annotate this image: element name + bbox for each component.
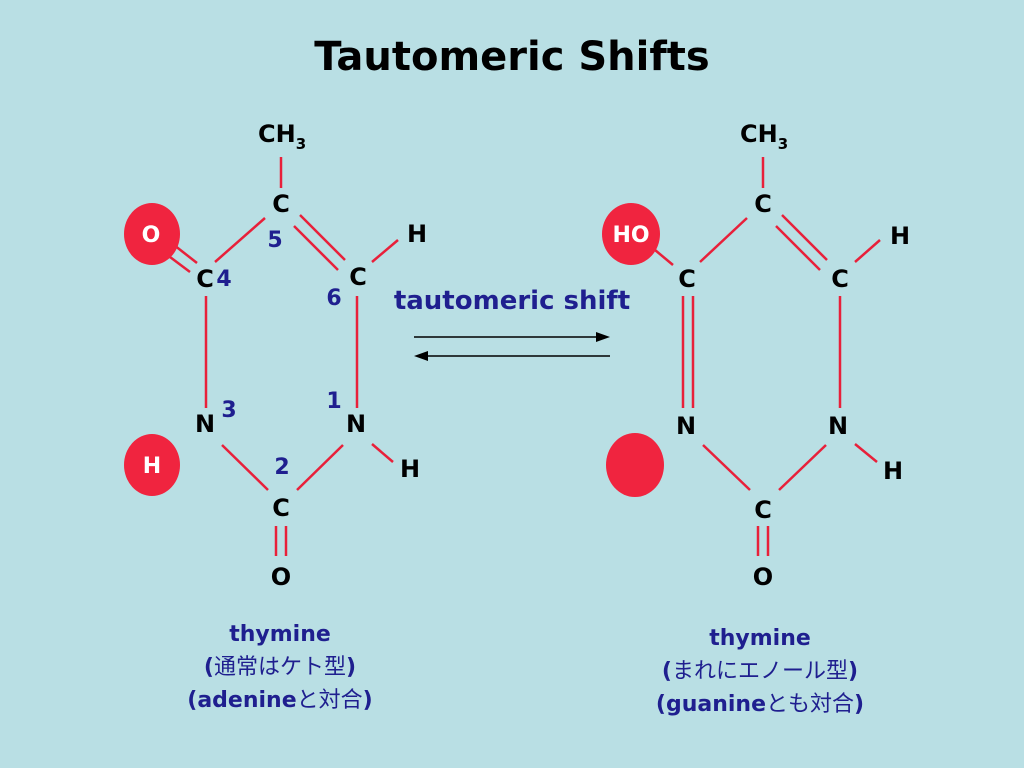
enol-empty-highlight — [606, 433, 664, 497]
enol-bond-c5-c6-a — [781, 214, 828, 261]
enol-n1-label: N — [828, 412, 848, 440]
enol-c5-label: C — [754, 190, 772, 218]
enol-caption-pair: (guanineとも対合) — [655, 692, 865, 717]
enol-bond-n3-c2 — [702, 444, 751, 491]
enol-caption-form-jp: まれにエノール型 — [671, 659, 848, 684]
keto-num4: 4 — [216, 267, 231, 292]
keto-h-c6-label: H — [407, 220, 427, 248]
keto-n3-label: N — [195, 410, 215, 438]
reverse-arrow-head — [414, 351, 428, 361]
bond-c5-c6-b — [293, 225, 339, 271]
enol-bond-n1-c2 — [778, 444, 827, 491]
enol-bond-n1-h — [854, 443, 878, 463]
bond-c5-c4 — [214, 217, 266, 263]
keto-c6-label: C — [349, 263, 367, 291]
slide-title: Tautomeric Shifts — [314, 34, 710, 80]
tautomeric-shift-label: tautomeric shift — [394, 286, 630, 316]
enol-n3-label: N — [676, 412, 696, 440]
keto-c4-label: C — [196, 265, 214, 293]
enol-bond-c4-ho — [654, 249, 674, 266]
keto-num3: 3 — [221, 398, 236, 423]
enol-h-c6-label: H — [890, 222, 910, 250]
keto-n1-label: N — [346, 410, 366, 438]
enol-caption-form: (まれにエノール型) — [661, 659, 859, 684]
keto-caption-partner: adenine — [197, 688, 297, 713]
bond-n1-h — [371, 443, 394, 463]
enol-bond-c6-h — [854, 239, 881, 263]
enol-bond-c5-c6-b — [775, 225, 821, 271]
bond-c6-h — [371, 239, 399, 263]
enol-h-n1-label: H — [883, 457, 903, 485]
keto-caption-name: thymine — [229, 622, 331, 647]
enol-c2-label: C — [754, 496, 772, 524]
forward-arrow-head — [596, 332, 610, 342]
keto-ch3-label: CH3 — [258, 120, 306, 153]
equilibrium-arrows — [414, 332, 610, 361]
enol-caption-partner: guanine — [665, 692, 767, 717]
keto-num6: 6 — [326, 286, 341, 311]
keto-h-highlight — [124, 434, 180, 496]
keto-o-bottom-label: O — [271, 563, 291, 591]
enol-ho-highlight — [602, 203, 660, 265]
enol-c4-label: C — [678, 265, 696, 293]
keto-caption-pair-jp: と対合 — [296, 688, 363, 713]
enol-c6-label: C — [831, 265, 849, 293]
keto-caption-form-jp: 通常はケト型 — [213, 655, 346, 680]
enol-ch3-label: CH3 — [740, 120, 788, 153]
enol-caption-pair-jp: とも対合 — [766, 692, 855, 717]
keto-num2: 2 — [274, 455, 289, 480]
keto-caption-form: (通常はケト型) — [203, 655, 357, 680]
keto-c2-label: C — [272, 494, 290, 522]
keto-o-highlight — [124, 203, 180, 265]
enol-bonds — [654, 157, 881, 556]
enol-o-bottom-label: O — [753, 563, 773, 591]
bond-c4-o-a — [173, 244, 198, 264]
bond-c5-c6-a — [299, 214, 346, 261]
enol-ho-label: HO — [612, 223, 649, 248]
keto-h-n3-label: H — [143, 454, 161, 479]
bond-n1-c2 — [296, 444, 344, 491]
keto-h-n1-label: H — [400, 455, 420, 483]
keto-caption: thymine (通常はケト型) (adenineと対合) — [130, 618, 430, 717]
keto-bonds — [165, 157, 399, 556]
keto-c5-label: C — [272, 190, 290, 218]
bond-n3-c2 — [221, 444, 269, 491]
keto-num1: 1 — [326, 389, 341, 414]
keto-num5: 5 — [267, 228, 282, 253]
enol-bond-c5-c4 — [699, 217, 748, 263]
keto-caption-pair: (adenineと対合) — [187, 688, 373, 713]
keto-o-label: O — [142, 223, 161, 248]
enol-caption-name: thymine — [709, 626, 811, 651]
enol-caption: thymine (まれにエノール型) (guanineとも対合) — [610, 622, 910, 721]
